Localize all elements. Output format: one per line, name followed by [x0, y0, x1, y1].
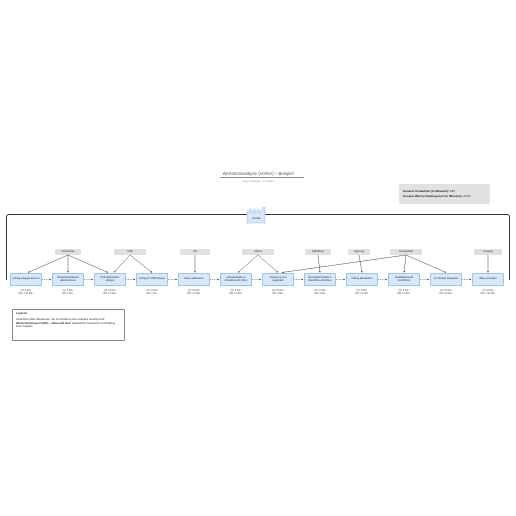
value-add-time: WZ: 1,5 Min. — [397, 292, 411, 296]
value-add-time: WZ: 1 Min. — [146, 292, 158, 296]
process-step: Arbeitsinformationen dokumentieren — [52, 273, 84, 286]
role-label: Excel/E-Mail — [390, 249, 422, 255]
lead-time-value: VZ: 16 Min. — [439, 289, 453, 292]
step-times: VZ: 8 Min.WZ: 2 Min. — [50, 289, 86, 295]
lead-time-value: VZ: 8 Min. — [20, 289, 32, 292]
lead-time-value: 159 — [449, 189, 455, 193]
lead-time-value: VZ: 8 Min. — [230, 289, 242, 292]
customer-label: Kunde — [252, 215, 261, 220]
step-times: VZ: 16 Min.WZ: 4,5 Min. — [428, 289, 464, 295]
diagram-title: Wertstromanalyse (Vorher) – Beispiel — [222, 171, 294, 176]
step-times: VZ: 16 Min.WZ: 0,24 Min. — [470, 289, 506, 295]
process-step: Daten aufbereiten — [178, 273, 210, 286]
process-step: Auftrag entgegennehmen — [10, 273, 42, 286]
process-step: Vorgang an den Lagerplatz — [262, 273, 294, 286]
legend-lead-time: Vorlaufzeit (Wert-Messende): die zur Erf… — [16, 317, 105, 321]
value-add-time: WZ: 4 Min. — [272, 292, 284, 296]
lead-time-value: VZ: 8 Min. — [356, 289, 368, 292]
factory-icon — [246, 206, 266, 224]
lead-time-value: VZ: 16 Min. — [187, 289, 201, 292]
step-times: VZ: 8 Min.WZ: 0,5 Min. — [344, 289, 380, 295]
lead-time-value: VZ: 16 Min. — [481, 289, 495, 292]
step-times: VZ: 8 Min.WZ: 0,33 Min. — [8, 289, 44, 295]
process-time-value: 22,57 — [463, 193, 471, 198]
step-times: VZ: 24 Min.WZ: 1,5 Min. — [92, 289, 128, 295]
totals-box: Gesamt-Vorlaufzeit (in Minuten): 159 Ges… — [399, 184, 490, 204]
value-add-time: WZ: 2,5 Min. — [187, 292, 201, 296]
step-times: VZ: 12 Min.WZ: 3 Min. — [302, 289, 338, 295]
process-step: Prüfung/Korrektur anlegen — [94, 273, 126, 286]
lead-time-label: Gesamt-Vorlaufzeit (in Minuten): — [403, 189, 449, 193]
lead-time-value: VZ: 24 Min. — [103, 289, 117, 292]
step-times: VZ: 8 Min.WZ: 1,5 Min. — [218, 289, 254, 295]
value-add-time: WZ: 0,5 Min. — [355, 292, 369, 296]
process-step: Auftrag im CRM anlegen — [136, 273, 168, 286]
role-label: Jira — [180, 249, 210, 255]
role-label: CRM — [114, 249, 146, 255]
lead-time-value: VZ: 24 Min. — [271, 289, 285, 292]
legend-value-add-label: Wertschöpfungszeit (WZ) – Value-add time… — [16, 322, 72, 325]
process-step: Auftragsdetails im Arbeitsbereich prüfen — [220, 273, 252, 286]
step-times: VZ: 16 Min.WZ: 2,5 Min. — [176, 289, 212, 295]
legend-box: Legende Vorlaufzeit (Wert-Messende): die… — [12, 309, 125, 341]
lead-time-value: VZ: 12 Min. — [145, 289, 159, 292]
value-add-time: WZ: 0,33 Min. — [18, 292, 34, 296]
step-times: VZ: 8 Min.WZ: 1,5 Min. — [386, 289, 422, 295]
legend-heading: Legende — [16, 312, 28, 315]
value-add-time: WZ: 2 Min. — [62, 292, 74, 296]
role-label: ERP/Excel — [305, 249, 331, 255]
role-label: Jobtool — [242, 249, 274, 255]
value-add-time: WZ: 4,5 Min. — [439, 292, 453, 296]
value-add-time: WZ: 1,5 Min. — [229, 292, 243, 296]
process-time-row: Gesamt-Wertschöpfungszeit (in Minuten): … — [403, 194, 486, 199]
diagram-subtitle: Autor: Beispiel · 1.1.2024 — [242, 178, 274, 183]
process-time-label: Gesamt-Wertschöpfungszeit (in Minuten): — [403, 193, 463, 198]
step-times: VZ: 24 Min.WZ: 4 Min. — [260, 289, 296, 295]
process-step: Bereitstellung Ware in Ware/Ware einrich… — [304, 273, 336, 286]
role-connectors — [27, 254, 489, 274]
process-step: Ware versenden — [472, 273, 504, 286]
process-step: An Versand übergeben — [430, 273, 462, 286]
lead-time-value: VZ: 12 Min. — [313, 289, 327, 292]
lead-time-value: VZ: 8 Min. — [62, 289, 74, 292]
value-add-time: WZ: 3 Min. — [314, 292, 326, 296]
role-label: Lagerung — [348, 249, 370, 255]
legend-value-add: Wertschöpfungszeit (WZ) – Value-add time… — [16, 322, 121, 329]
value-add-time: WZ: 0,24 Min. — [480, 292, 496, 296]
legend-value-add-text: tatsächliche Arbeitszeit zur Erfüllung e… — [16, 322, 116, 329]
title-underline — [220, 176, 304, 178]
step-times: VZ: 12 Min.WZ: 1 Min. — [134, 289, 170, 295]
process-step: Auftrag abschließen — [346, 273, 378, 286]
process-step: Qualitätskontrolle durchführen — [388, 273, 420, 286]
lead-time-value: VZ: 8 Min. — [398, 289, 410, 292]
role-label: Vertrieb/Fax — [55, 249, 81, 255]
value-add-time: WZ: 1,5 Min. — [103, 292, 117, 296]
lead-time-row: Gesamt-Vorlaufzeit (in Minuten): 159 — [403, 189, 486, 194]
role-label: Ausgang — [474, 249, 502, 255]
